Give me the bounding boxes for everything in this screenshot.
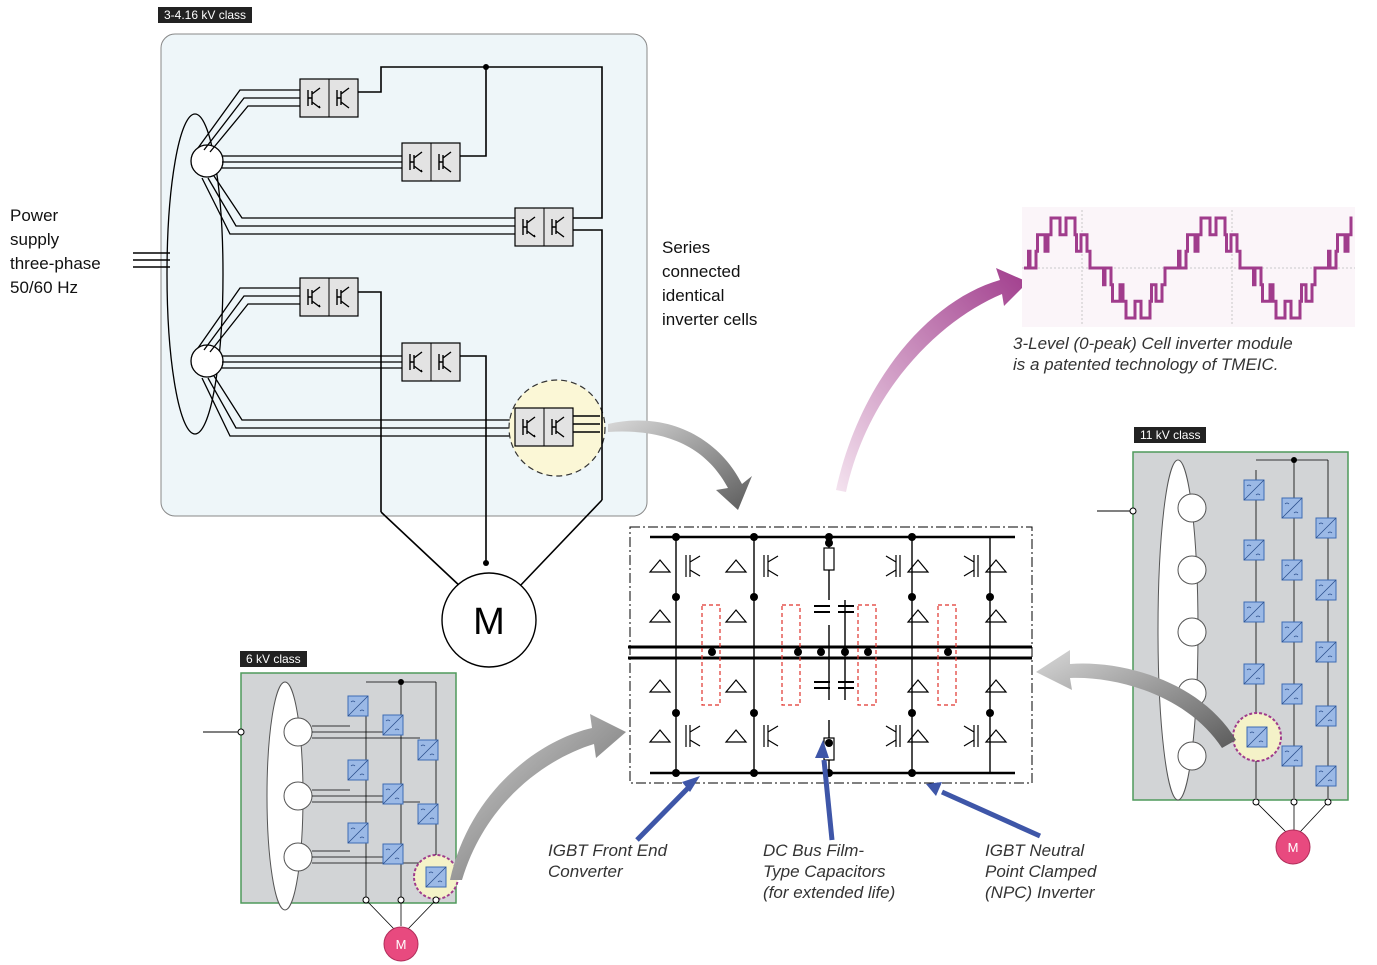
series-note: Series connected identical inverter cell… xyxy=(662,236,757,332)
waveform-caption: 3-Level (0-peak) Cell inverter module is… xyxy=(1013,333,1293,375)
series-note-line-2: connected xyxy=(662,262,741,281)
waveform-caption-line-1: 3-Level (0-peak) Cell inverter module xyxy=(1013,334,1293,353)
series-note-line-1: Series xyxy=(662,238,711,257)
power-supply-line-3: three-phase xyxy=(10,254,101,273)
annotation-dc-bus-line-2: Type Capacitors xyxy=(763,862,886,881)
class-tag-11kv: 11 kV class xyxy=(1134,427,1207,443)
annotation-npc-line-2: Point Clamped xyxy=(985,862,1097,881)
power-supply-label: Power supply three-phase 50/60 Hz xyxy=(10,204,101,300)
annotation-npc-line-3: (NPC) Inverter xyxy=(985,883,1095,902)
annotation-npc-line-1: IGBT Neutral xyxy=(985,841,1085,860)
motor-6kv-label: M xyxy=(396,937,407,952)
waveform-plot xyxy=(1022,207,1355,327)
waveform-caption-line-2: is a patented technology of TMEIC. xyxy=(1013,355,1279,374)
annotation-npc-inverter: IGBT Neutral Point Clamped (NPC) Inverte… xyxy=(985,840,1097,903)
power-supply-line-4: 50/60 Hz xyxy=(10,278,79,297)
annotation-dc-bus: DC Bus Film- Type Capacitors (for extend… xyxy=(763,840,895,903)
class-tag-main: 3-4.16 kV class xyxy=(158,7,253,23)
annotation-front-end-line-1: IGBT Front End xyxy=(548,841,668,860)
annotation-front-end-line-2: Converter xyxy=(548,862,623,881)
main-motor-label: M xyxy=(473,601,505,643)
class-tag-6kv: 6 kV class xyxy=(240,651,307,667)
npc-cell-schematic xyxy=(628,526,1033,784)
power-supply-line-2: supply xyxy=(10,230,60,249)
motor-11kv-label: M xyxy=(1288,840,1299,855)
series-note-line-4: inverter cells xyxy=(662,310,758,329)
series-note-line-3: identical xyxy=(662,286,725,305)
panel-6kv: M xyxy=(203,672,459,962)
annotation-front-end: IGBT Front End Converter xyxy=(548,840,667,882)
annotation-dc-bus-line-3: (for extended life) xyxy=(763,883,896,902)
annotation-dc-bus-line-1: DC Bus Film- xyxy=(763,841,865,860)
panel-11kv: M xyxy=(1097,451,1349,865)
power-supply-line-1: Power xyxy=(10,206,59,225)
